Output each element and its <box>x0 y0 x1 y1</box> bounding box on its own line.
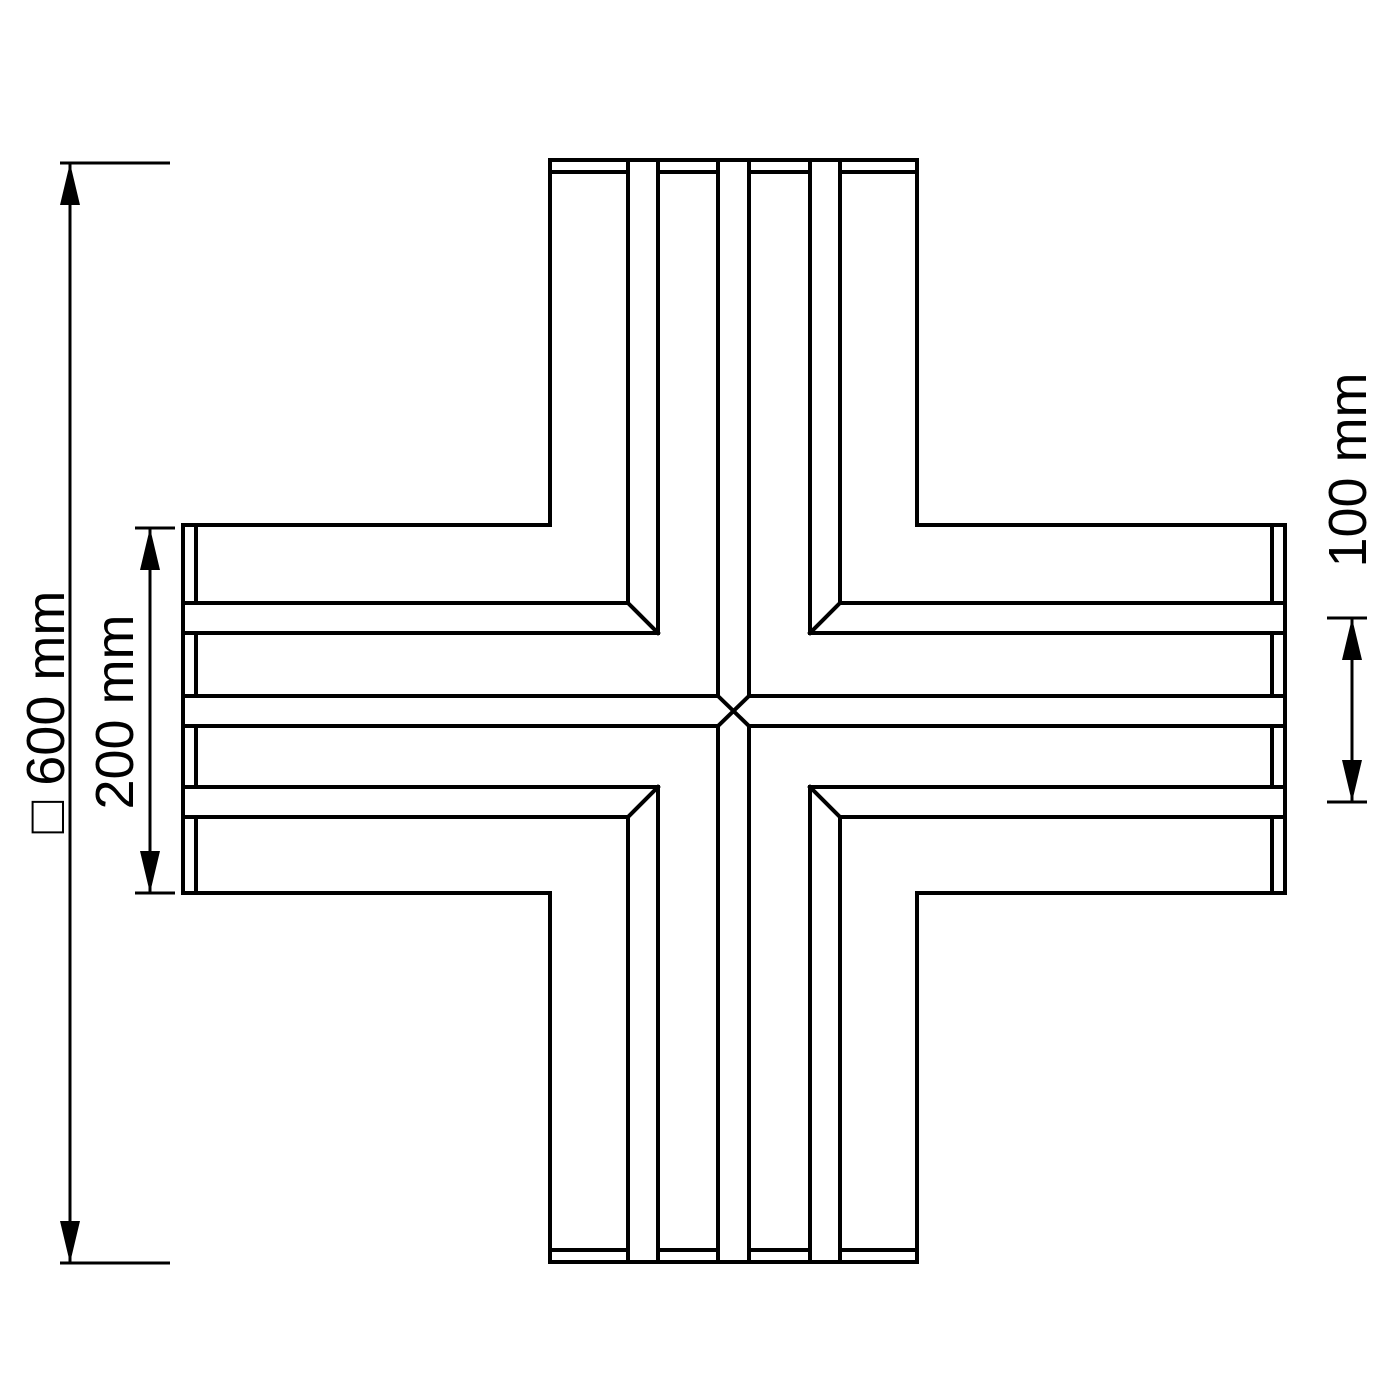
miter-line <box>625 784 661 820</box>
center-miter-line <box>715 693 752 729</box>
cross-outline <box>181 158 1287 1264</box>
arrow-down-icon <box>60 1221 80 1263</box>
strip-pitch-label: 100 mm <box>1318 372 1378 567</box>
arrow-up-icon <box>140 528 160 570</box>
arrow-up-icon <box>60 163 80 205</box>
cross-shape <box>181 158 1287 1264</box>
arrow-down-icon <box>140 851 160 893</box>
dimension-arrows <box>60 163 1362 1263</box>
miter-line <box>807 784 843 820</box>
miter-line <box>807 600 843 636</box>
arrow-down-icon <box>1342 760 1362 802</box>
arrow-up-icon <box>1342 618 1362 660</box>
overall-size-label: □ 600 mm <box>16 591 76 834</box>
arm-width-label: 200 mm <box>85 614 145 809</box>
dimension-lines <box>60 161 1367 1265</box>
miter-line <box>625 600 661 636</box>
